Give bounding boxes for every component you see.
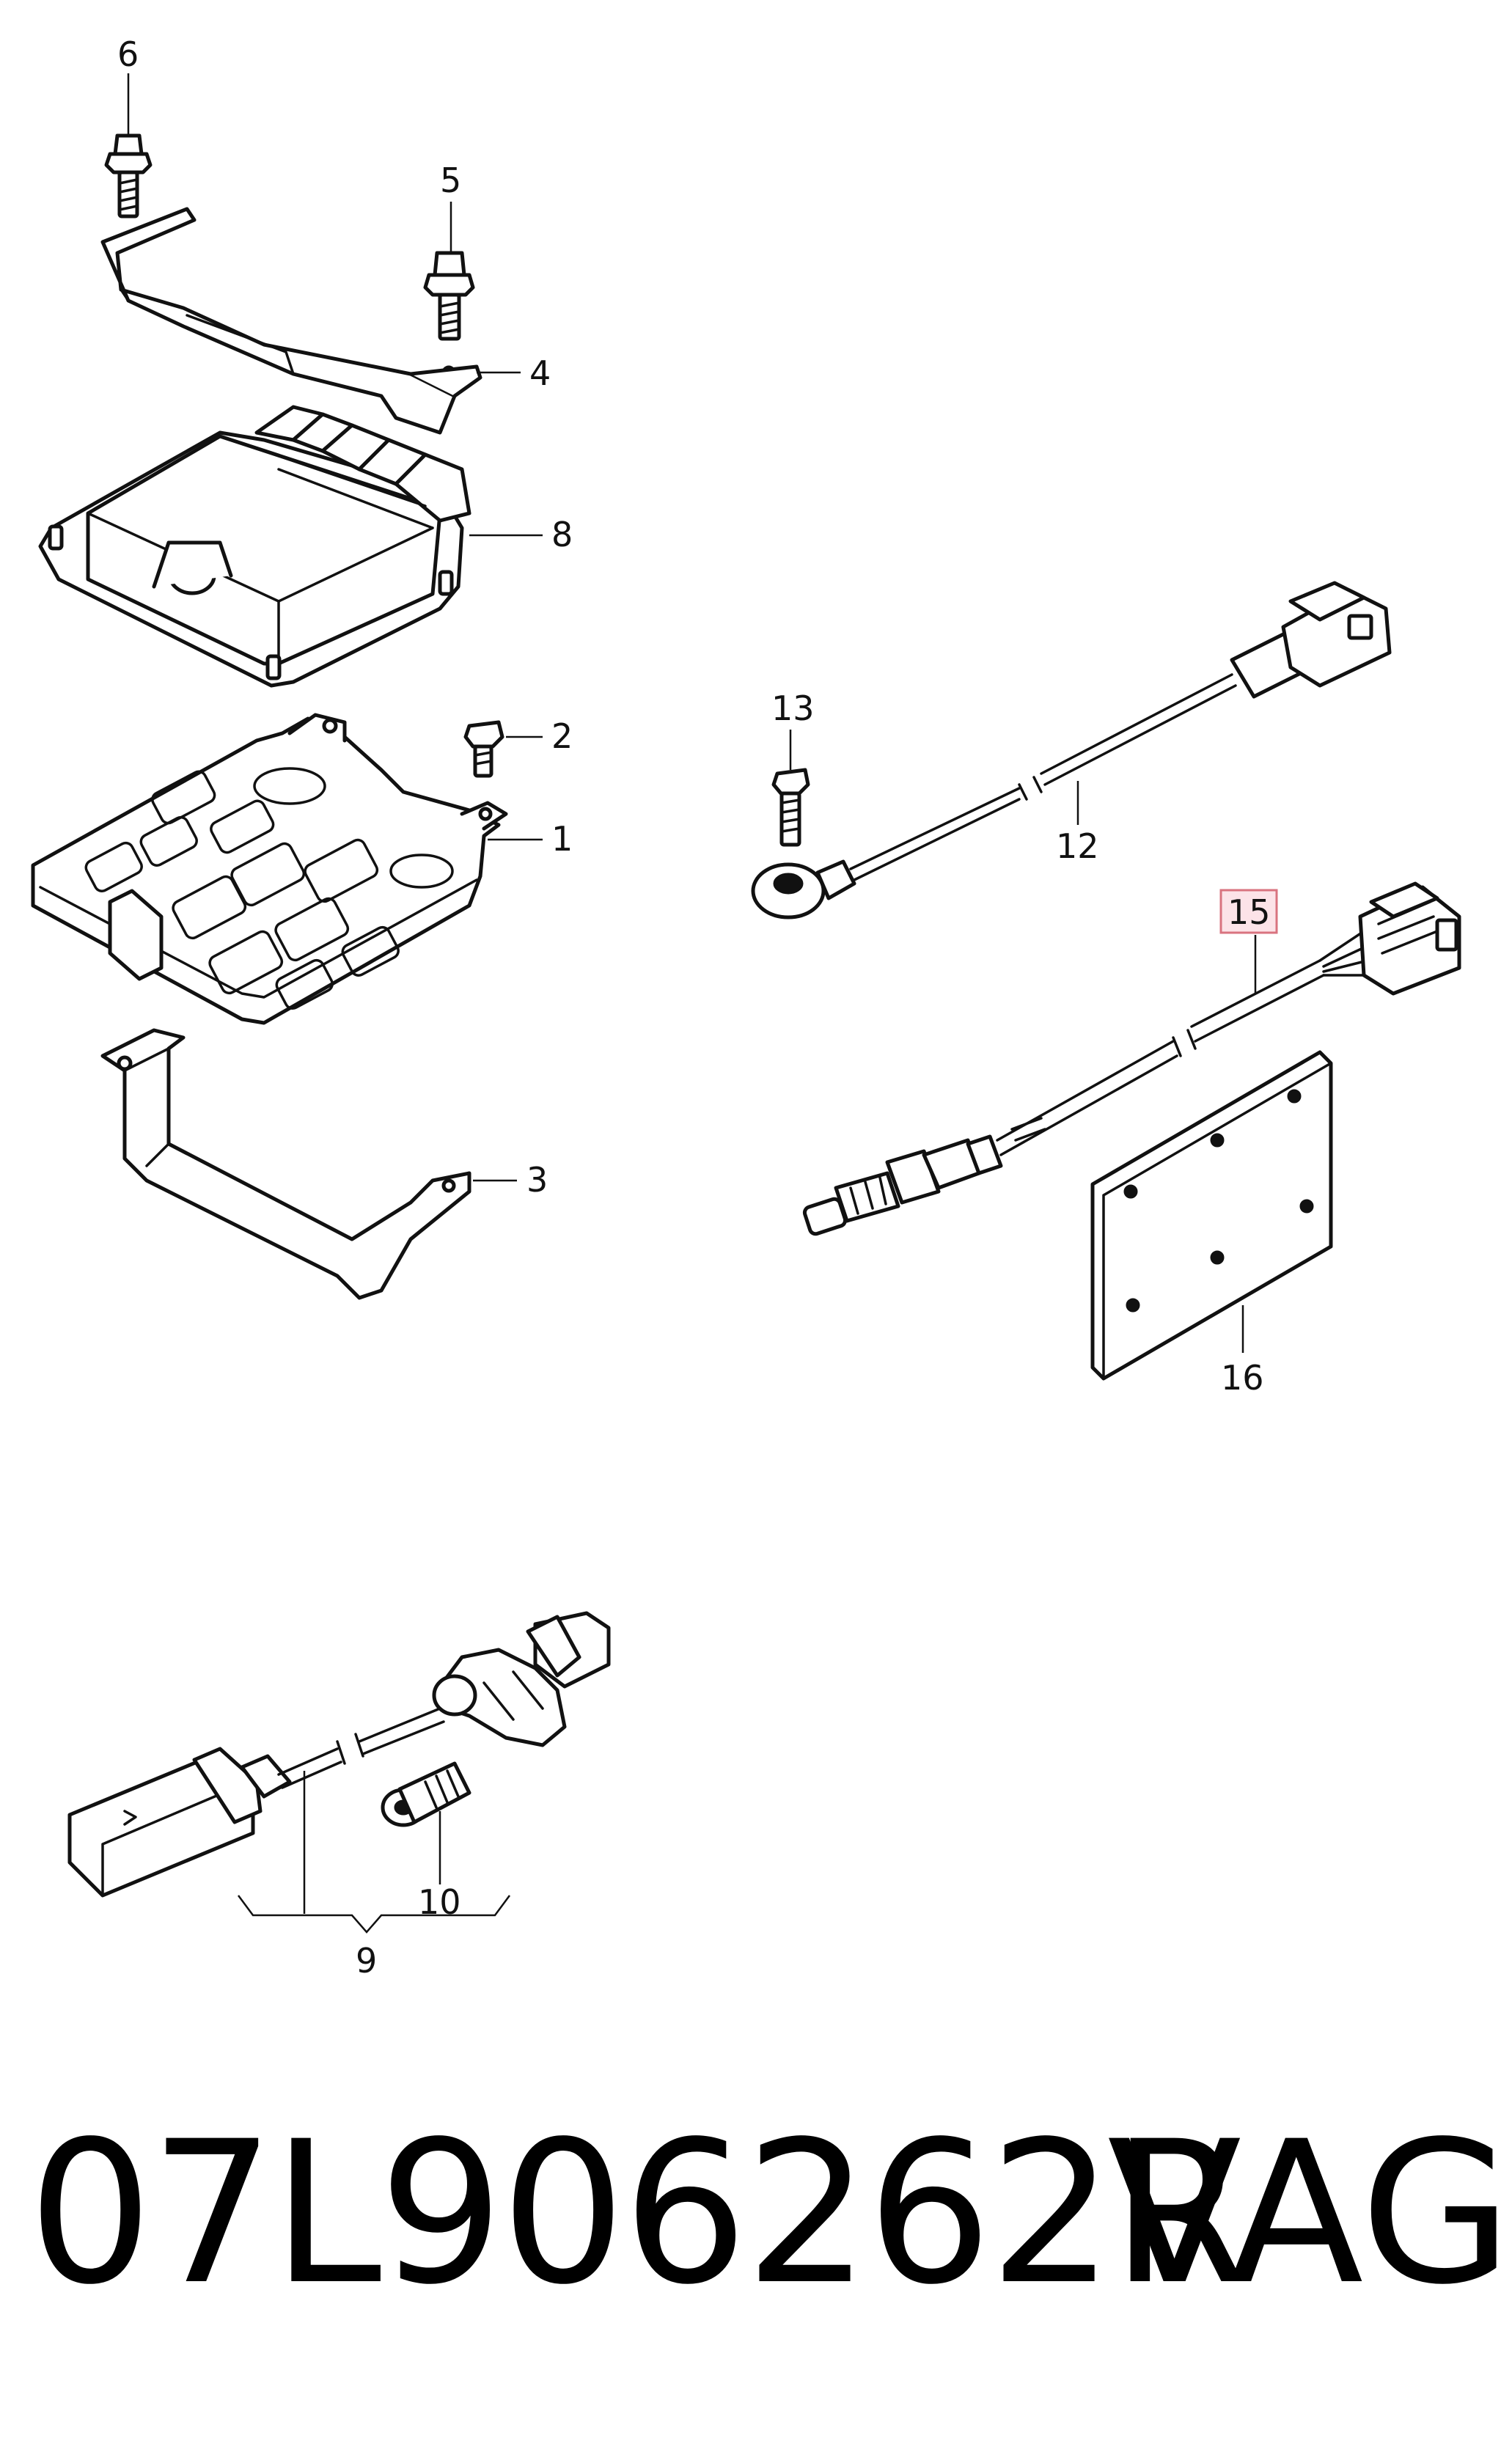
- callout-8: 8: [551, 515, 573, 554]
- speed-sensor-assembly: [67, 1611, 611, 1898]
- mounting-plate: [1090, 1050, 1333, 1381]
- callout-6: 6: [117, 34, 139, 74]
- lower-bracket: [100, 1028, 471, 1300]
- callout-15: 15: [1227, 892, 1271, 932]
- callout-3: 3: [526, 1160, 548, 1200]
- callout-13: 13: [771, 689, 815, 728]
- highlight-box: [1219, 889, 1278, 934]
- mounting-tray: [31, 713, 508, 1025]
- callout-9: 9: [356, 1941, 377, 1981]
- part-number-caption: 07L906262R: [28, 2099, 1248, 2328]
- upper-bracket: [100, 207, 482, 435]
- bolt-2: [463, 720, 504, 778]
- callout-16: 16: [1221, 1358, 1264, 1398]
- callouts: 6 5 4 8 2 1 3 13 12 15 16 10 9: [117, 34, 1278, 1981]
- callout-2: 2: [551, 716, 573, 756]
- engine-control-unit: [38, 405, 471, 688]
- brand-caption: VAG: [1107, 2099, 1512, 2328]
- bolt-6: [104, 133, 153, 219]
- callout-12: 12: [1056, 826, 1099, 866]
- callout-10: 10: [418, 1882, 461, 1922]
- callout-1: 1: [551, 819, 573, 859]
- callout-4: 4: [529, 353, 551, 393]
- knock-sensor-assembly: [751, 581, 1392, 920]
- callout-5: 5: [440, 161, 461, 200]
- lambda-probe-assembly: [802, 881, 1461, 1236]
- leader-lines: [127, 73, 1257, 1934]
- bolt-5: [423, 251, 475, 341]
